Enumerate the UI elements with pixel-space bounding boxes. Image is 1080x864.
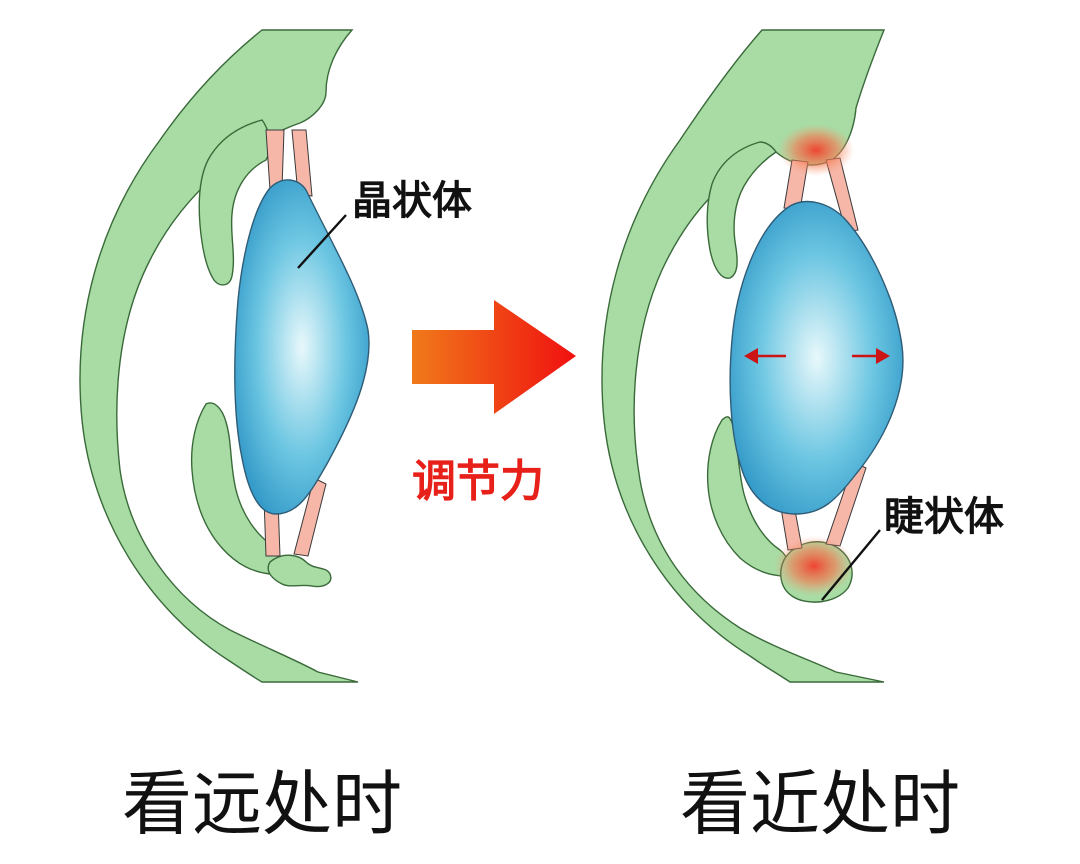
far-zonule-lower-2: [293, 477, 327, 557]
near-ciliary-pointer-line: [821, 529, 881, 601]
far-eye-section: [79, 29, 370, 683]
far-ciliary-body-lower: [267, 554, 332, 588]
lens-expand-left-arrow: [744, 348, 786, 364]
far-iris-upper: [198, 119, 271, 286]
near-ciliary-contraction-glow-lower: [774, 536, 854, 596]
near-lens: [729, 200, 904, 515]
far-zonule-upper-2: [291, 129, 313, 197]
near-eye-section: [601, 29, 904, 683]
near-caption: 看近处时: [680, 763, 960, 845]
far-caption: 看远处时: [122, 763, 402, 845]
lens-expand-right-arrow: [852, 348, 890, 364]
accommodation-big-arrow: [412, 300, 576, 414]
far-lens: [234, 179, 370, 515]
accommodation-label: 调节力: [412, 456, 544, 507]
lens-label: 晶状体: [352, 178, 472, 224]
accommodation-arrow-group: [412, 300, 576, 414]
ciliary-body-label: 睫状体: [884, 494, 1004, 540]
far-lens-pointer-line: [297, 214, 347, 269]
near-ciliary-contraction-glow-upper: [778, 124, 854, 176]
near-iris-upper: [706, 141, 777, 279]
